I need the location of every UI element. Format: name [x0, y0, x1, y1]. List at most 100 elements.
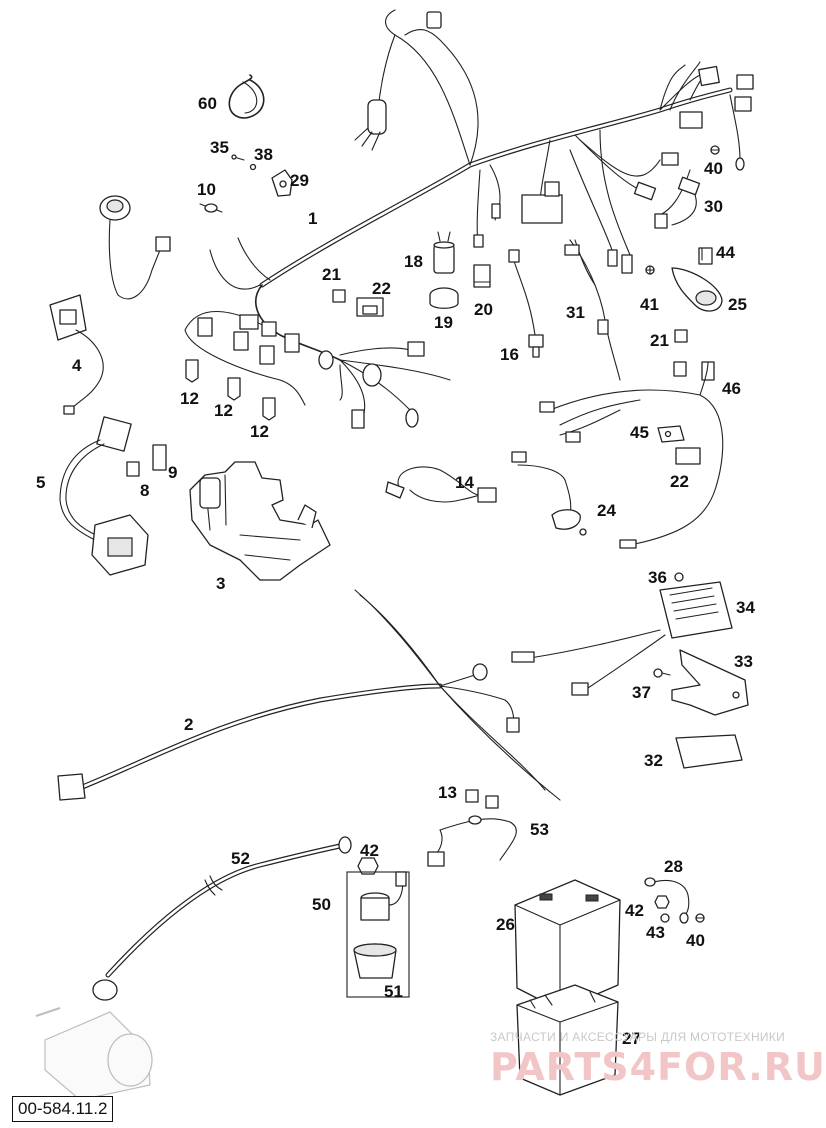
battery[interactable]	[514, 879, 621, 1011]
callout-41: 41	[640, 295, 659, 314]
bolt-40b[interactable]	[695, 913, 705, 923]
callout-25: 25	[728, 295, 747, 314]
callout-32: 32	[644, 751, 663, 770]
callout-22b: 22	[670, 472, 689, 491]
connector-cap-12c[interactable]	[262, 397, 276, 421]
callout-36: 36	[648, 568, 667, 587]
horn[interactable]	[671, 267, 723, 312]
callout-14: 14	[455, 473, 474, 492]
callout-27: 27	[622, 1029, 641, 1048]
callout-40a: 40	[704, 159, 723, 178]
starter-cable[interactable]	[92, 836, 352, 1001]
washer-43[interactable]	[660, 913, 670, 923]
callout-46: 46	[722, 379, 741, 398]
callout-10: 10	[197, 180, 216, 199]
rear-light-harness[interactable]	[539, 361, 724, 549]
callout-45: 45	[630, 423, 649, 442]
callout-38: 38	[254, 145, 273, 164]
relay-21[interactable]	[332, 289, 346, 303]
starter-relay-harness[interactable]	[59, 416, 149, 576]
callout-1: 1	[308, 209, 318, 228]
callout-37: 37	[632, 683, 651, 702]
callout-21a: 21	[322, 265, 341, 284]
rubber-pad[interactable]	[675, 734, 743, 769]
holder-bracket[interactable]	[473, 264, 491, 288]
callout-20: 20	[474, 300, 493, 319]
voltage-regulator[interactable]	[511, 581, 733, 696]
callout-26: 26	[496, 915, 515, 934]
callout-24: 24	[597, 501, 616, 520]
starter-relay-box[interactable]	[346, 871, 410, 998]
callout-28: 28	[664, 857, 683, 876]
exploded-parts-drawing	[35, 9, 754, 1101]
callout-22a: 22	[372, 279, 391, 298]
sensor-lead-14[interactable]	[385, 466, 497, 503]
mount-plate-45[interactable]	[657, 425, 685, 443]
harness-2[interactable]	[57, 589, 561, 801]
callout-60: 60	[198, 94, 217, 113]
callout-3: 3	[216, 574, 226, 593]
sensor-switch[interactable]	[508, 249, 544, 358]
battery-harness-53[interactable]	[427, 815, 517, 867]
callout-18: 18	[404, 252, 423, 271]
callout-42b: 42	[625, 901, 644, 920]
relay-21b[interactable]	[674, 329, 688, 343]
callout-5: 5	[36, 473, 46, 492]
callout-51: 51	[384, 982, 403, 1001]
callout-35: 35	[210, 138, 229, 157]
callout-33: 33	[734, 652, 753, 671]
nut-42a[interactable]	[357, 857, 379, 875]
capacitor[interactable]	[433, 231, 455, 274]
relay-22[interactable]	[356, 297, 384, 317]
pickup-sensor[interactable]	[99, 195, 171, 300]
callout-34: 34	[736, 598, 755, 617]
screw-and-washer[interactable]	[231, 154, 257, 171]
capacitor-holder[interactable]	[429, 287, 459, 309]
callout-4: 4	[72, 356, 82, 375]
callout-12b: 12	[214, 401, 233, 420]
callout-2: 2	[184, 715, 194, 734]
callout-53: 53	[530, 820, 549, 839]
connector-cap-12b[interactable]	[227, 377, 241, 401]
callout-29: 29	[290, 171, 309, 190]
nut-42b[interactable]	[654, 895, 670, 909]
clip-8[interactable]	[126, 461, 140, 477]
connector-harness-4[interactable]	[49, 294, 104, 415]
callout-31: 31	[566, 303, 585, 322]
main-wiring-harness[interactable]	[184, 9, 754, 429]
callout-12c: 12	[250, 422, 269, 441]
screw-37[interactable]	[653, 668, 671, 678]
callout-9: 9	[168, 463, 178, 482]
horn-bracket[interactable]	[698, 247, 713, 265]
horn-screw[interactable]	[645, 265, 655, 275]
clip-bracket[interactable]	[271, 169, 293, 197]
callout-50: 50	[312, 895, 331, 914]
callout-42a: 42	[360, 841, 379, 860]
callout-16: 16	[500, 345, 519, 364]
bolt-40[interactable]	[710, 145, 720, 155]
inline-fuse[interactable]	[199, 203, 223, 213]
relay-22b[interactable]	[675, 447, 701, 465]
callout-52: 52	[231, 849, 250, 868]
callout-13: 13	[438, 783, 457, 802]
harness-31[interactable]	[564, 239, 621, 381]
starter-motor[interactable]	[35, 1007, 153, 1101]
connector-cap-12a[interactable]	[185, 359, 199, 383]
callout-30: 30	[704, 197, 723, 216]
cable-tie[interactable]	[228, 74, 265, 119]
pickup-coil-24[interactable]	[511, 451, 587, 536]
callout-43: 43	[646, 923, 665, 942]
switch-30[interactable]	[671, 194, 697, 226]
ground-cable[interactable]	[644, 877, 690, 924]
callout-8: 8	[140, 481, 150, 500]
watermark-caption: ЗАПЧАСТИ И АКСЕССУАРЫ ДЛЯ МОТОТЕХНИКИ	[490, 1030, 786, 1044]
callout-40b: 40	[686, 931, 705, 950]
battery-box[interactable]	[516, 984, 619, 1096]
clip-9[interactable]	[152, 444, 167, 471]
nut-36[interactable]	[674, 572, 684, 582]
regulator-bracket[interactable]	[671, 649, 749, 716]
fuse-holder-13[interactable]	[465, 789, 499, 809]
battery-tray-bracket[interactable]	[189, 461, 331, 581]
callout-19: 19	[434, 313, 453, 332]
callout-44: 44	[716, 243, 735, 262]
